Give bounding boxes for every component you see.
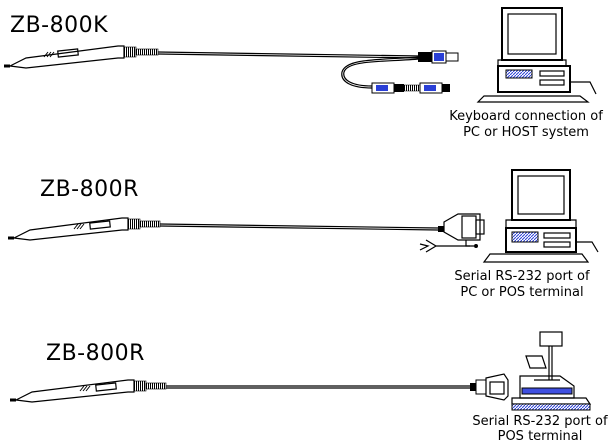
db9-serial-connector (470, 373, 509, 401)
model-label: ZB-800R (40, 177, 139, 202)
pc-keyboard-plugs (371, 82, 450, 94)
db9-serial-connector (438, 213, 485, 247)
scanner-cable (157, 51, 421, 57)
scanner-pen (4, 45, 159, 69)
pc-host-system (476, 7, 597, 103)
caption-line-1: Serial RS-232 port of (472, 414, 608, 429)
keyboard-wedge-connector (418, 50, 459, 64)
panel-zb-800k: ZB-800K (4, 7, 603, 140)
pos-terminal (511, 331, 592, 411)
caption-line-2: PC or POS terminal (460, 285, 583, 300)
scanner-cable (159, 223, 439, 229)
power-adapter-wire (419, 239, 478, 253)
scanner-pen (8, 217, 161, 241)
caption-line-1: Serial RS-232 port of (454, 269, 590, 284)
panel-zb-800r-pc: ZB-800R (8, 169, 599, 300)
panel-zb-800r-pos: ZB-800R Serial RS-232 (10, 331, 608, 444)
caption-line-2: POS terminal (498, 429, 583, 444)
caption-line-1: Keyboard connection of (449, 109, 603, 124)
scanner-pen (10, 379, 167, 403)
model-label: ZB-800K (10, 13, 108, 38)
pc-terminal (482, 169, 599, 263)
caption-line-2: PC or HOST system (463, 125, 589, 140)
model-label: ZB-800R (46, 341, 145, 366)
